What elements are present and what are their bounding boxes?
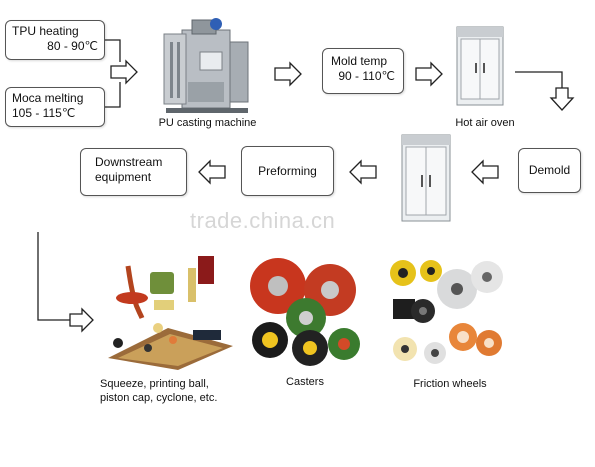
mold-temp-box: Mold temp 90 - 110℃ (322, 48, 404, 94)
pu-casting-machine-image (163, 18, 249, 113)
tpu-heating-label: TPU heating (12, 24, 79, 38)
arrow-left-2 (349, 159, 377, 185)
demold-box: Demold (518, 148, 581, 193)
casters-caption: Casters (286, 376, 324, 388)
tpu-heating-box: TPU heating 80 - 90℃ (5, 20, 105, 60)
moca-melting-label: Moca melting (12, 91, 84, 105)
oven-image (401, 134, 451, 222)
bracket-bottom (105, 82, 121, 108)
friction-wheels-caption: Friction wheels (413, 378, 487, 390)
squeeze-caption-2: piston cap, cyclone, etc. (100, 392, 218, 404)
arrow-right-3 (415, 61, 443, 87)
demold-label: Demold (528, 163, 571, 177)
pu-casting-machine-caption: PU casting machine (158, 117, 257, 129)
arrow-left-3 (198, 159, 226, 185)
downstream-label-2: equipment (95, 170, 152, 184)
bracket-top (105, 39, 121, 62)
casters-image (250, 258, 360, 366)
moca-melting-box: Moca melting 105 - 115℃ (5, 87, 105, 127)
watermark: trade.china.cn (190, 208, 336, 233)
downstream-label: Downstream (95, 155, 163, 169)
downstream-equipment-box: Downstream equipment (80, 148, 187, 196)
downstream-products-line (37, 232, 70, 321)
hot-air-oven-image (456, 26, 504, 106)
arrow-right-products (69, 307, 94, 333)
oven-demold-line (515, 71, 563, 88)
arrow-down (549, 87, 575, 111)
hot-air-oven-caption: Hot air oven (455, 117, 515, 129)
preforming-box: Preforming (241, 146, 334, 196)
pu-products-image (108, 256, 233, 370)
arrow-left-1 (471, 159, 499, 185)
tpu-heating-temp: 80 - 90℃ (47, 39, 98, 53)
friction-wheels-image (390, 260, 503, 364)
mold-temp-label: Mold temp (331, 54, 388, 68)
mold-temp-value: 90 - 110℃ (338, 69, 395, 83)
squeeze-caption-1: Squeeze, printing ball, (100, 378, 209, 390)
moca-melting-temp: 105 - 115℃ (12, 106, 76, 120)
arrow-right-2 (274, 61, 302, 87)
preforming-label: Preforming (258, 163, 317, 178)
arrow-right-1 (110, 59, 138, 85)
